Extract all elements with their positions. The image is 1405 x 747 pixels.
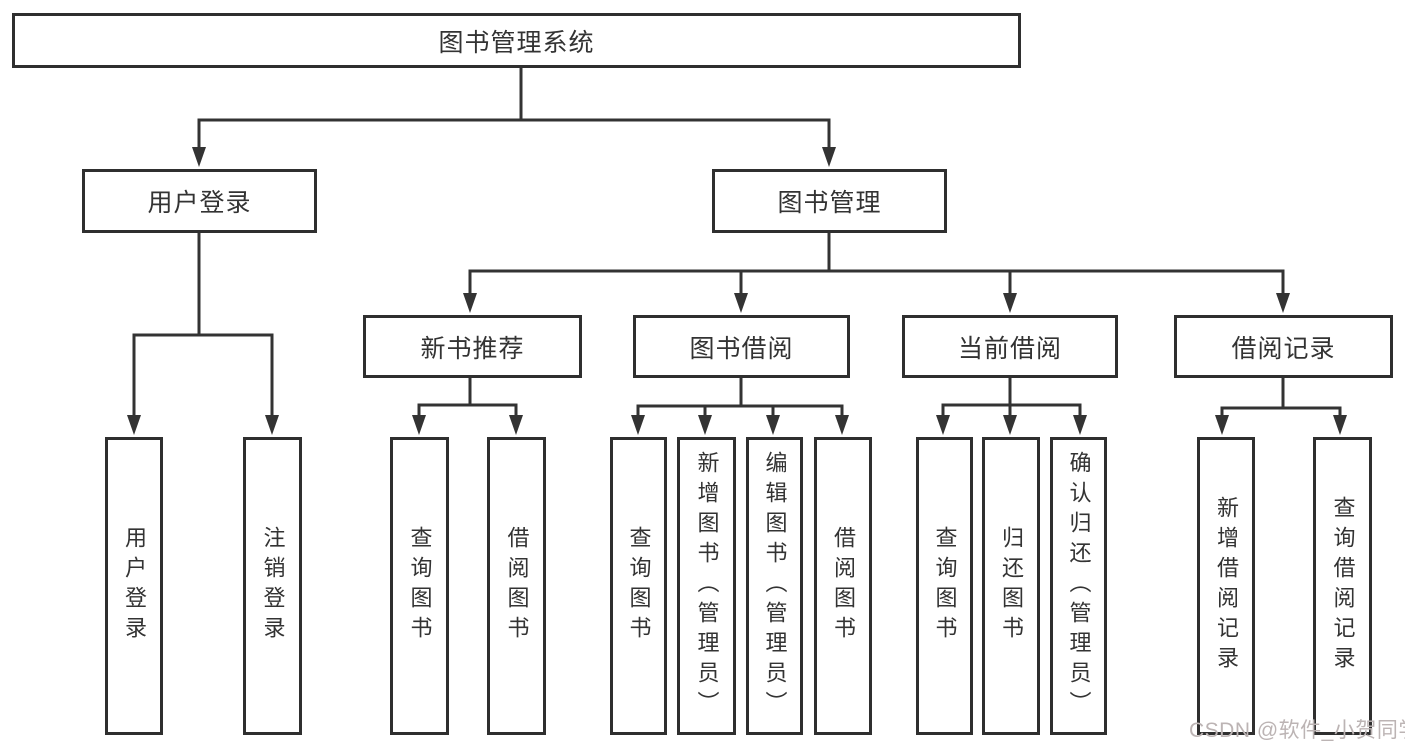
arrowhead-icon: [265, 415, 279, 435]
node-current-borrow: 当前借阅: [902, 315, 1118, 378]
arrowhead-icon: [698, 415, 712, 435]
leaf-user-login: 用户登录: [105, 437, 163, 735]
leaf-current-query-books: 查询图书: [916, 437, 973, 735]
arrowhead-icon: [463, 293, 477, 313]
node-library-system: 图书管理系统: [12, 13, 1021, 68]
leaf-recommend-query-books: 查询图书: [390, 437, 449, 735]
connector-path: [132, 66, 1342, 421]
arrowhead-icon: [1003, 293, 1017, 313]
leaf-records-add-record: 新增借阅记录: [1197, 437, 1255, 735]
arrowhead-icon: [822, 147, 836, 167]
leaf-borrow-query-books: 查询图书: [610, 437, 667, 735]
arrowhead-icon: [509, 415, 523, 435]
leaf-recommend-borrow-books: 借阅图书: [487, 437, 546, 735]
leaf-logout: 注销登录: [243, 437, 302, 735]
node-book-borrow: 图书借阅: [633, 315, 850, 378]
leaf-borrow-edit-book-admin: 编辑图书（管理员）: [746, 437, 803, 735]
arrowhead-icon: [1003, 415, 1017, 435]
arrowhead-icon: [1073, 415, 1087, 435]
arrowhead-icon: [412, 415, 426, 435]
leaf-borrow-borrow-book: 借阅图书: [814, 437, 872, 735]
arrowhead-icon: [192, 147, 206, 167]
arrowhead-icon: [766, 415, 780, 435]
leaf-current-return-book: 归还图书: [982, 437, 1040, 735]
arrowhead-icon: [1215, 415, 1229, 435]
node-user-login: 用户登录: [82, 169, 317, 233]
arrowhead-icon: [936, 415, 950, 435]
leaf-borrow-add-book-admin: 新增图书（管理员）: [677, 437, 736, 735]
arrowhead-icon: [1333, 415, 1347, 435]
arrowhead-icon: [835, 415, 849, 435]
arrowhead-icon: [1276, 293, 1290, 313]
arrowhead-icon: [127, 415, 141, 435]
leaf-records-query-record: 查询借阅记录: [1313, 437, 1372, 735]
arrowhead-icon: [631, 415, 645, 435]
arrowhead-icon: [734, 293, 748, 313]
csdn-watermark: CSDN @软件_小贺同学: [1189, 719, 1405, 742]
node-new-book-recommend: 新书推荐: [363, 315, 582, 378]
leaf-current-confirm-return-admin: 确认归还（管理员）: [1050, 437, 1107, 735]
node-borrow-records: 借阅记录: [1174, 315, 1393, 378]
node-book-management: 图书管理: [712, 169, 947, 233]
